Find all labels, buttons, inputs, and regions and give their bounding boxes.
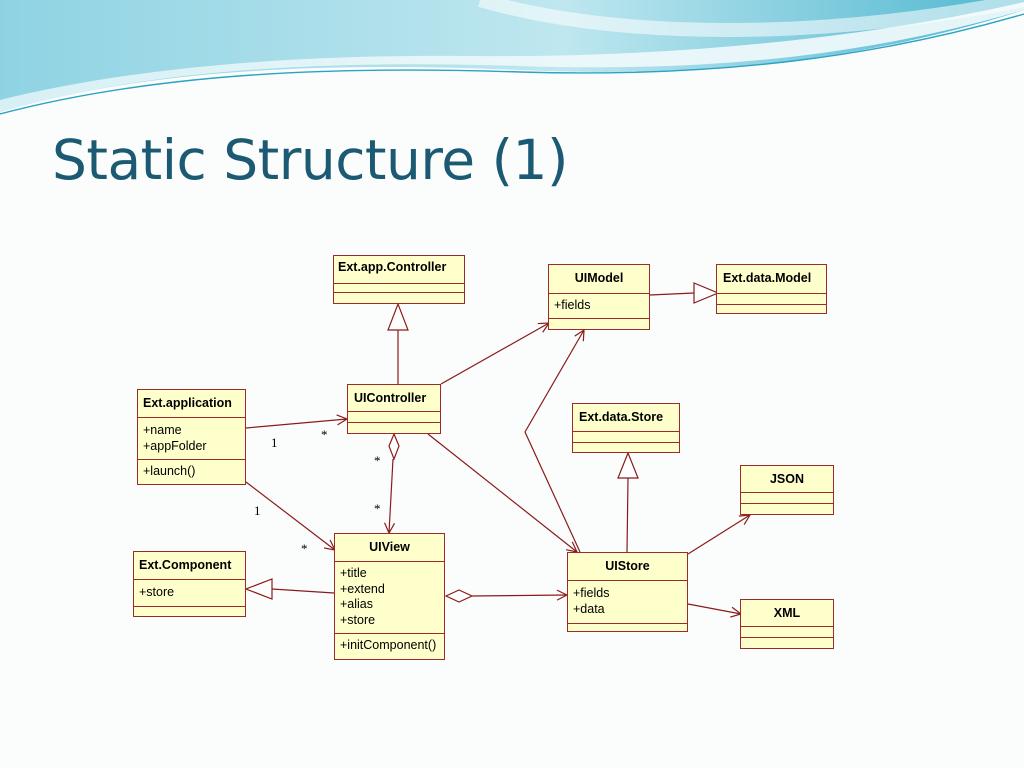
operations-compartment (134, 606, 245, 616)
attribute-name: +name (143, 423, 182, 437)
multiplicity-application-controller-source: 1 (271, 435, 278, 450)
class-name: UIController (354, 391, 427, 405)
attributes-compartment: +title +extend +alias +store (335, 561, 444, 633)
class-ext-app-controller: Ext.app.Controller (333, 255, 465, 304)
attribute-appfolder: +appFolder (143, 438, 207, 453)
class-ext-data-store: Ext.data.Store (572, 403, 680, 453)
generalization-triangle-view (244, 578, 273, 600)
class-name: UIView (369, 540, 410, 554)
header-wave-banner (0, 0, 1024, 115)
class-name: Ext.data.Store (579, 410, 664, 424)
generalization-triangle-controller (387, 302, 409, 331)
class-name: Ext.Component (139, 558, 232, 572)
attributes-compartment: +fields +data (568, 580, 687, 623)
operation-launch: +launch() (143, 464, 196, 478)
aggregation-controller-view (389, 458, 393, 533)
assoc-controller-store (427, 433, 577, 552)
generalization-triangle-model (693, 282, 720, 304)
class-name: UIModel (574, 271, 624, 285)
attribute-fields: +fields (573, 586, 610, 600)
class-json: JSON (740, 465, 834, 515)
attribute-store: +store (340, 612, 376, 627)
attributes-compartment: +fields (549, 293, 649, 318)
class-ui-store: UIStore +fields +data (567, 552, 688, 632)
aggregation-view-store (471, 595, 567, 596)
assoc-application-controller (245, 419, 347, 429)
assoc-store-xml (687, 603, 741, 614)
class-name: Ext.data.Model (723, 271, 812, 285)
generalization-store (626, 477, 629, 553)
class-name: UIStore (605, 559, 650, 573)
class-ui-model: UIModel +fields (548, 264, 650, 330)
operations-compartment (549, 318, 649, 329)
multiplicity-application-controller-target: * (321, 427, 328, 442)
class-ui-view: UIView +title +extend +alias +store +ini… (334, 533, 445, 660)
attributes-compartment (741, 626, 833, 637)
generalization-model (649, 292, 695, 296)
attribute-fields: +fields (554, 298, 591, 312)
multiplicity-controller-view-source: * (374, 453, 381, 468)
operations-compartment (573, 442, 679, 452)
operations-compartment (568, 623, 687, 631)
assoc-store-model (524, 330, 584, 553)
multiplicity-application-view-source: 1 (254, 503, 261, 518)
attribute-alias: +alias (340, 597, 374, 611)
attribute-data: +data (573, 601, 605, 616)
class-name: JSON (769, 472, 805, 486)
class-name: Ext.application (143, 396, 232, 410)
attribute-title: +title (340, 566, 367, 580)
class-name: Ext.app.Controller (338, 260, 447, 274)
operations-compartment (348, 422, 440, 433)
attributes-compartment (573, 431, 679, 442)
attributes-compartment (717, 293, 826, 304)
operation-initcomponent: +initComponent() (340, 638, 437, 652)
slide-title: Static Structure (1) (52, 128, 569, 192)
operations-compartment: +initComponent() (335, 633, 444, 659)
aggregation-diamond-controller (388, 432, 400, 461)
assoc-controller-model (440, 323, 549, 385)
generalization-view (271, 588, 335, 594)
aggregation-diamond-view (444, 589, 474, 603)
attribute-store: +store (139, 585, 175, 599)
operations-compartment (717, 304, 826, 313)
attributes-compartment: +store (134, 579, 245, 606)
assoc-application-view (245, 481, 335, 550)
assoc-store-json (687, 515, 750, 555)
attributes-compartment (741, 492, 833, 503)
operations-compartment (741, 503, 833, 514)
multiplicity-controller-view-target: * (374, 501, 381, 516)
class-ext-component: Ext.Component +store (133, 551, 246, 617)
attributes-compartment: +name +appFolder (138, 417, 245, 459)
generalization-triangle-store (617, 451, 639, 479)
multiplicity-application-view-target: * (301, 541, 308, 556)
attributes-compartment (334, 283, 464, 292)
class-ui-controller: UIController (347, 384, 441, 434)
class-xml: XML (740, 599, 834, 649)
class-ext-data-model: Ext.data.Model (716, 264, 827, 314)
attribute-extend: +extend (340, 581, 385, 596)
attributes-compartment (348, 411, 440, 422)
operations-compartment (334, 292, 464, 303)
operations-compartment: +launch() (138, 459, 245, 484)
class-name: XML (773, 606, 801, 620)
class-ext-application: Ext.application +name +appFolder +launch… (137, 389, 246, 485)
operations-compartment (741, 637, 833, 648)
